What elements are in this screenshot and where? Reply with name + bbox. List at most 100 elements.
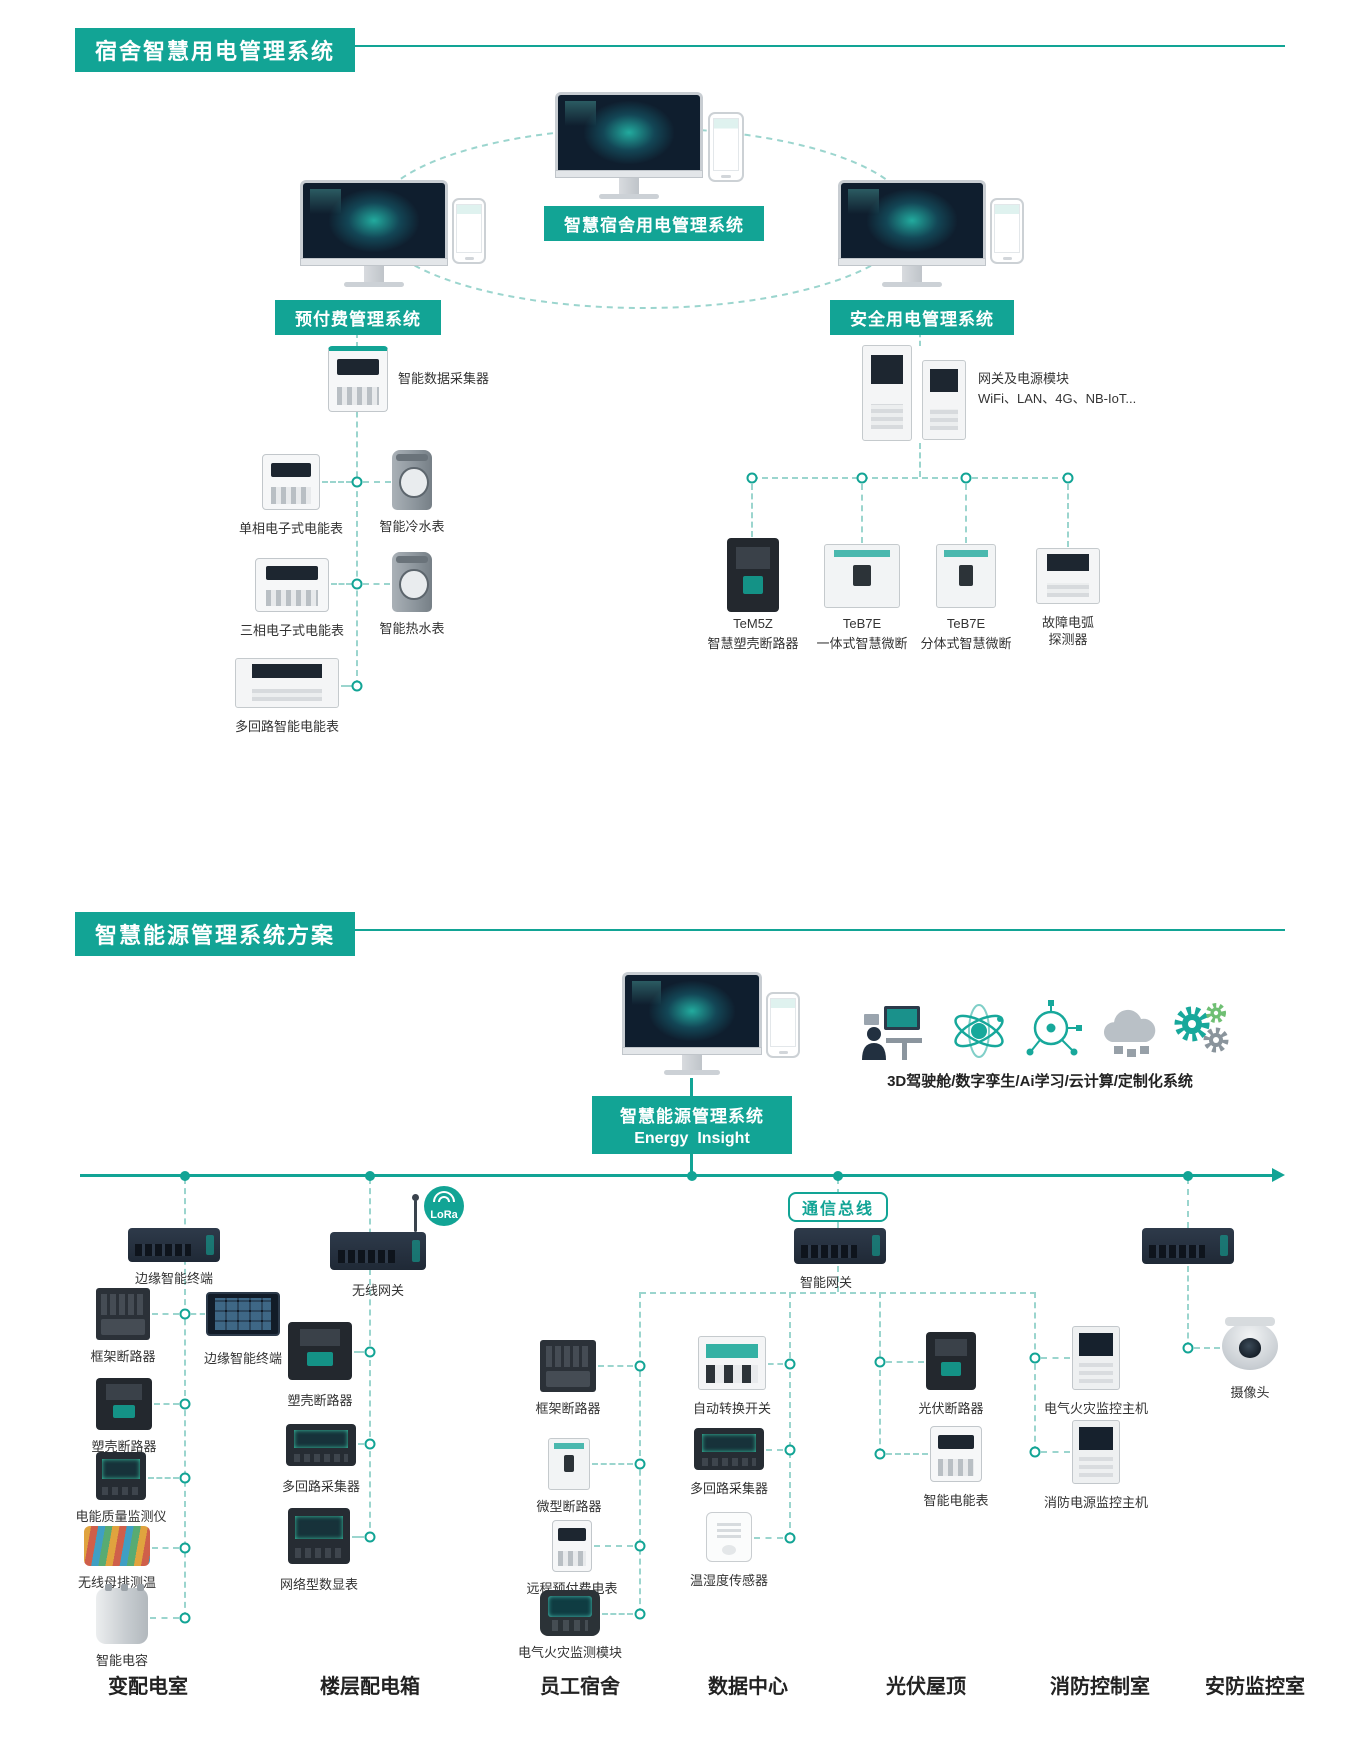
connector-line xyxy=(1041,1451,1070,1453)
footer-security-room: 安防监控室 xyxy=(1205,1676,1305,1698)
cloud-computing-icon xyxy=(1103,1009,1156,1057)
device-gateway-module-1 xyxy=(862,345,912,441)
monitor-stand xyxy=(618,178,640,194)
label-multi-circuit-collector: 多回路采集器 xyxy=(689,1481,769,1496)
connector-line xyxy=(1194,1347,1220,1349)
section1-title-badge: 宿舍智慧用电管理系统 xyxy=(75,28,356,72)
connector-line xyxy=(861,484,863,543)
device-automatic-transfer-switch xyxy=(698,1336,766,1390)
device-power-quality-monitor xyxy=(96,1452,146,1500)
device-frame-breaker xyxy=(540,1340,596,1392)
connector-ring xyxy=(874,1356,886,1368)
label-tem5z-model: TeM5Z xyxy=(733,616,773,631)
connector-line xyxy=(879,1292,881,1454)
section1-header-line xyxy=(85,45,1285,47)
connector-ring xyxy=(351,680,363,692)
device-network-display-meter xyxy=(288,1508,350,1564)
energy-system-box: 智慧能源管理系统 Energy Insight xyxy=(592,1096,792,1154)
cockpit-icon xyxy=(862,1006,922,1060)
monitor-right xyxy=(838,180,986,288)
monitor-chin xyxy=(838,257,986,267)
connector-line xyxy=(191,1313,205,1315)
monitor-screen xyxy=(838,180,986,258)
label-cold-water-meter: 智能冷水表 xyxy=(379,519,445,534)
footer-pv-roof: 光伏屋顶 xyxy=(886,1676,966,1698)
label-gateway-protocols: WiFi、LAN、4G、NB-IoT... xyxy=(978,391,1137,406)
label-data-collector: 智能数据采集器 xyxy=(398,371,490,386)
monitor-energy xyxy=(622,972,762,1076)
label-hot-water-meter: 智能热水表 xyxy=(379,621,445,636)
connector-ring xyxy=(1062,472,1074,484)
label-smart-capacitor: 智能电容 xyxy=(95,1653,149,1668)
label-teb7e-split-model: TeB7E xyxy=(946,616,986,631)
footer-fire-control-room: 消防控制室 xyxy=(1050,1676,1150,1698)
connector-line xyxy=(690,1154,693,1175)
connector-line xyxy=(766,1449,783,1451)
label-power-quality-monitor: 电能质量监测仪 xyxy=(75,1509,167,1524)
connector-line xyxy=(341,685,352,687)
connector-ring xyxy=(179,1308,191,1320)
connector-ring xyxy=(784,1444,796,1456)
monitor-base xyxy=(344,281,404,287)
section2-title-badge: 智慧能源管理系统方案 xyxy=(75,912,356,956)
device-security-gateway xyxy=(1142,1228,1234,1264)
phone-right xyxy=(990,198,1024,264)
monitor-chin xyxy=(300,257,448,267)
gears-icon xyxy=(1174,1003,1229,1053)
connector-line xyxy=(640,1292,1036,1294)
monitor-base xyxy=(664,1069,720,1075)
connector-line xyxy=(919,332,921,346)
label-mccb: 塑壳断路器 xyxy=(287,1393,353,1408)
connector-ring xyxy=(634,1608,646,1620)
connector-ring xyxy=(351,578,363,590)
device-arc-fault-detector xyxy=(1036,548,1100,604)
device-edge-terminal-box xyxy=(128,1228,220,1262)
bus-node xyxy=(180,1171,190,1181)
connector-line xyxy=(886,1453,928,1455)
connector-line xyxy=(919,443,921,477)
label-three-phase-meter: 三相电子式电能表 xyxy=(239,623,345,638)
label-wireless-gateway: 无线网关 xyxy=(351,1283,405,1298)
device-integrated-smart-breaker xyxy=(824,544,900,608)
label-teb7e-split-name: 分体式智慧微断 xyxy=(920,636,1012,651)
device-wireless-gateway xyxy=(330,1232,426,1270)
device-prepaid-remote-meter xyxy=(552,1520,592,1572)
device-pv-breaker xyxy=(926,1332,976,1390)
phone-center xyxy=(708,112,744,182)
bus-node xyxy=(365,1171,375,1181)
connector-line xyxy=(331,583,352,585)
section2-header-line xyxy=(85,929,1285,931)
connector-ring xyxy=(364,1438,376,1450)
device-camera xyxy=(1222,1317,1278,1370)
label-frame-breaker: 框架断路器 xyxy=(535,1401,601,1416)
device-data-collector xyxy=(328,346,388,412)
connector-ring xyxy=(874,1448,886,1460)
label-frame-breaker: 框架断路器 xyxy=(90,1349,156,1364)
connector-line xyxy=(598,1365,633,1367)
connector-line xyxy=(148,1477,179,1479)
label-multi-circuit-collector: 多回路采集器 xyxy=(281,1479,361,1494)
footer-staff-dormitory: 员工宿舍 xyxy=(540,1676,620,1698)
phone-left xyxy=(452,198,486,264)
connector-ring xyxy=(634,1540,646,1552)
phone-energy xyxy=(766,992,800,1058)
connector-ring xyxy=(784,1358,796,1370)
device-fire-power-monitor-host xyxy=(1072,1420,1120,1484)
label-arc-detector-1: 故障电弧 xyxy=(1041,615,1095,630)
device-smart-mccb xyxy=(727,538,779,612)
monitor-stand xyxy=(682,1055,702,1070)
connector-line xyxy=(690,1078,693,1096)
connector-line xyxy=(837,1266,839,1292)
bus-node xyxy=(833,1171,843,1181)
label-electrical-fire-module: 电气火灾监测模块 xyxy=(517,1645,623,1660)
device-smart-capacitor xyxy=(96,1584,148,1644)
device-smart-gateway xyxy=(794,1228,886,1264)
connector-ring xyxy=(960,472,972,484)
monitor-chin xyxy=(622,1046,762,1056)
connector-ring xyxy=(1029,1446,1041,1458)
connector-line xyxy=(594,1545,633,1547)
connector-ring xyxy=(179,1398,191,1410)
device-multi-circuit-collector xyxy=(286,1424,356,1466)
label-smart-gateway: 智能网关 xyxy=(799,1275,853,1290)
connector-line xyxy=(965,484,967,543)
